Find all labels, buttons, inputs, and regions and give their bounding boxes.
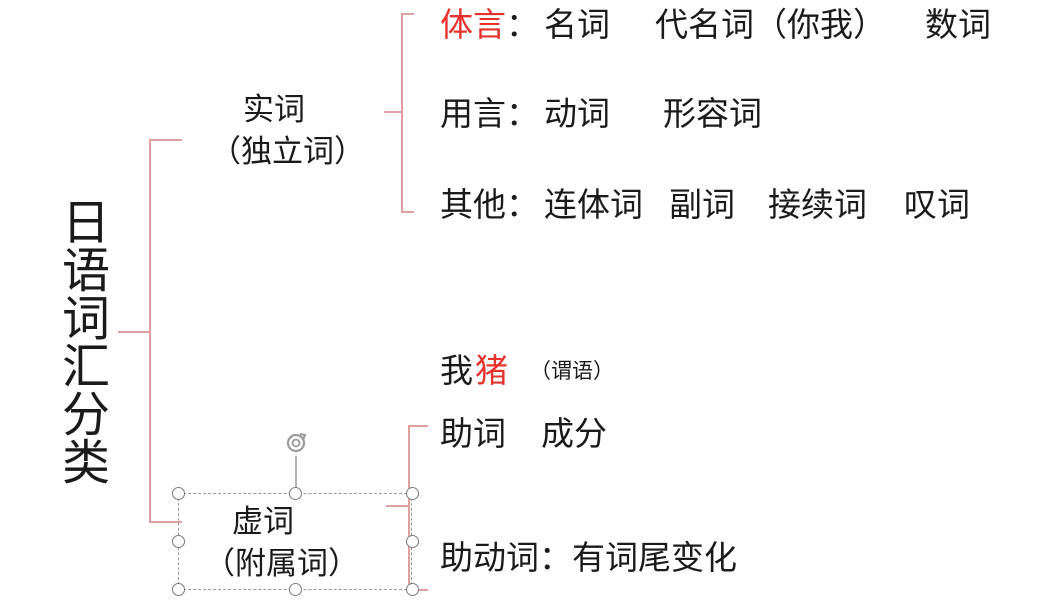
yougen-item-adjective: 形容词: [663, 94, 762, 133]
resize-handle-top-center[interactable]: [289, 487, 302, 500]
taigen-colon: ：: [506, 5, 539, 44]
particles-desc: 成分: [541, 414, 607, 453]
yougen-item-verb: 动词: [544, 94, 610, 133]
resize-handle-top-right[interactable]: [406, 487, 419, 500]
root-bracket: [118, 139, 182, 523]
example-note: （谓语）: [530, 359, 614, 383]
taigen-item-noun: 名词: [544, 5, 610, 44]
rotate-handle-icon[interactable]: [283, 430, 309, 456]
example-wo: 我: [440, 351, 473, 390]
resize-handle-bottom-left[interactable]: [172, 583, 185, 596]
other-item-interjection: 叹词: [904, 185, 970, 224]
function-words-sublabel[interactable]: （附属词）: [204, 546, 359, 582]
other-item-adverb: 副词: [669, 185, 735, 224]
resize-handle-bottom-right[interactable]: [406, 583, 419, 596]
function-words-label[interactable]: 虚词: [232, 504, 294, 540]
content-words-bracket: [384, 13, 414, 213]
example-zhu: 猪: [475, 351, 508, 390]
taigen-item-pronoun: 代名词（你我）: [655, 5, 886, 44]
taigen-head: 体言: [440, 5, 506, 44]
root-title: 日语词汇分类: [53, 197, 109, 485]
aux-verbs-text: 助动词：有词尾变化: [440, 538, 737, 577]
resize-handle-middle-left[interactable]: [172, 535, 185, 548]
other-item-conjunction: 接续词: [768, 185, 867, 224]
content-words-sublabel: （独立词）: [210, 134, 365, 170]
taigen-item-numeral: 数词: [925, 5, 991, 44]
resize-handle-middle-right[interactable]: [406, 535, 419, 548]
resize-handle-bottom-center[interactable]: [289, 583, 302, 596]
content-words-label: 实词: [243, 92, 305, 128]
resize-handle-top-left[interactable]: [172, 487, 185, 500]
other-head: 其他：: [440, 185, 539, 224]
other-item-rentaishi: 连体词: [544, 185, 643, 224]
particles-head: 助词: [440, 414, 506, 453]
yougen-head: 用言：: [440, 94, 539, 133]
